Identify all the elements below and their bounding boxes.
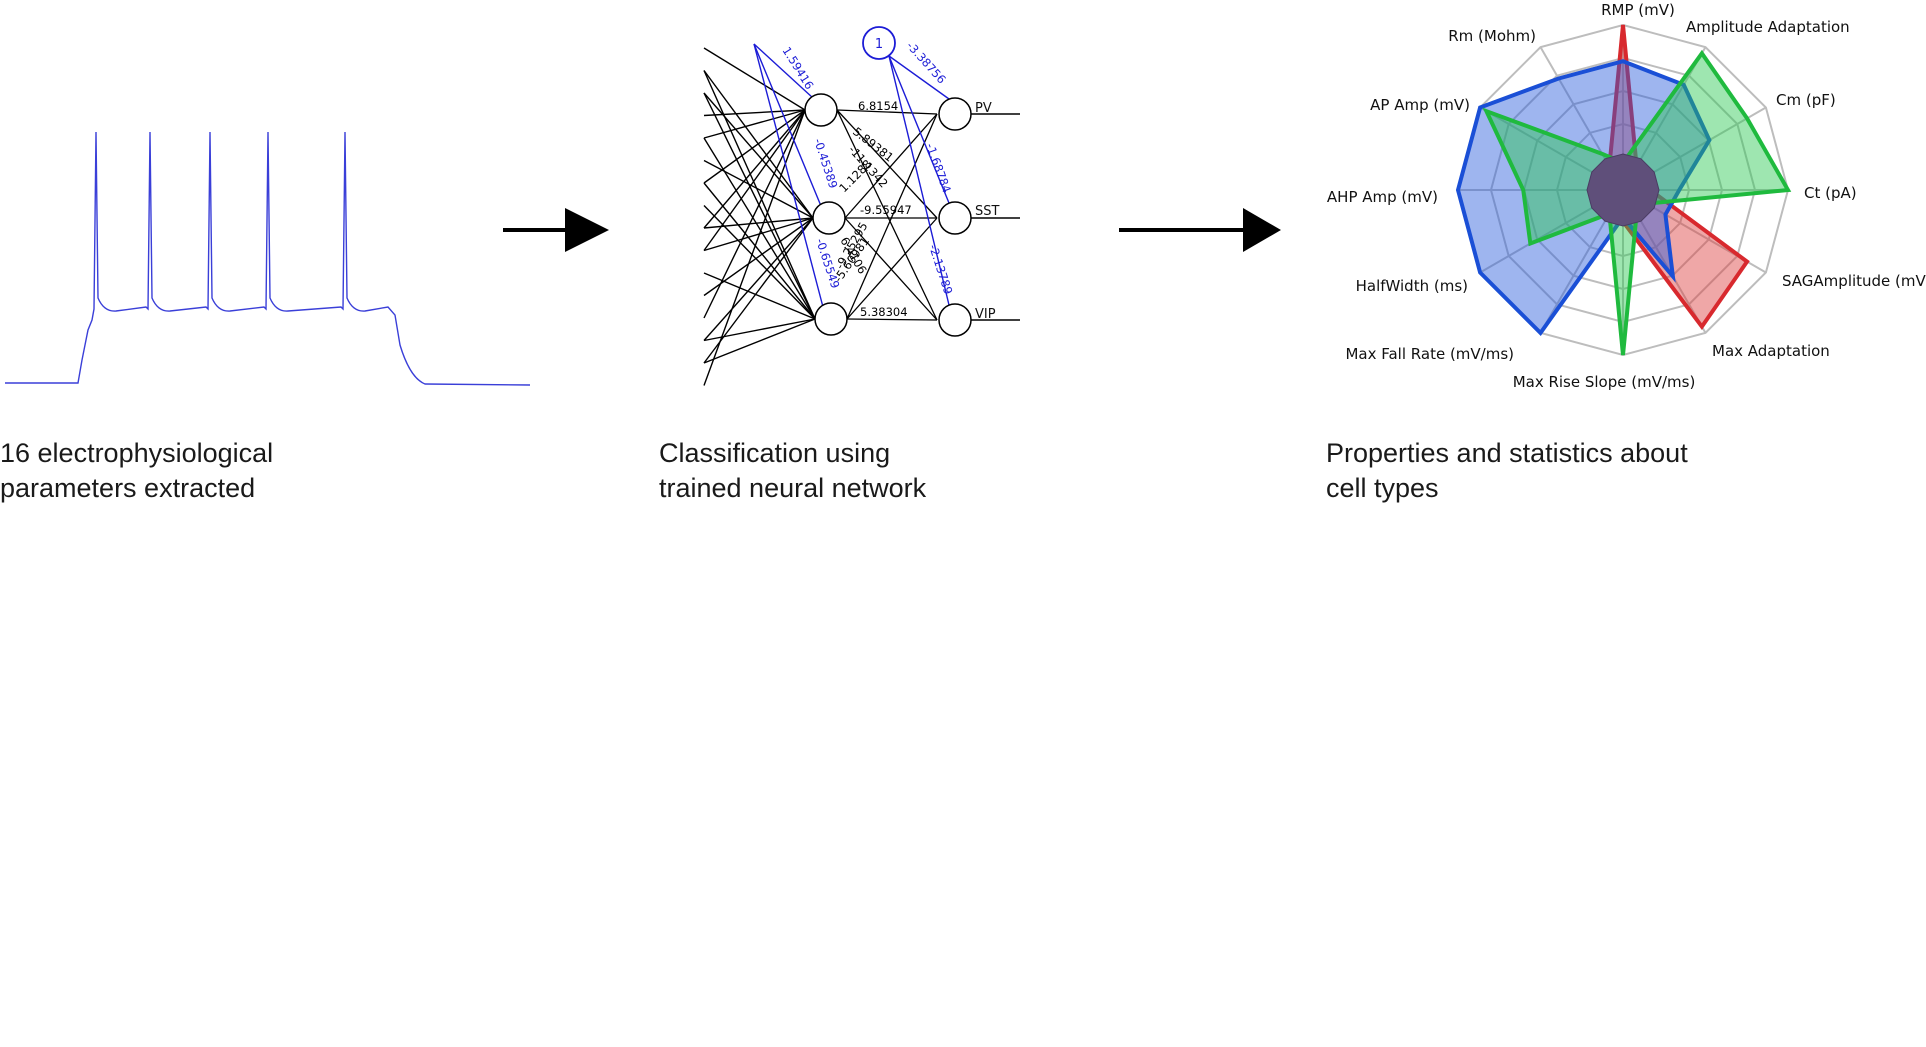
radar-axis-label: Cm (pF) xyxy=(1776,91,1836,109)
voltage-trace xyxy=(5,131,531,386)
trace-caption-line-1: 16 electrophysiological xyxy=(0,438,274,468)
network-caption-line-2: trained neural network xyxy=(659,473,927,503)
radar-caption-line-2: cell types xyxy=(1326,473,1439,503)
input-edge xyxy=(703,109,806,386)
radar-chart: RMP (mV) Amplitude Adaptation Cm (pF) Ct (p… xyxy=(1327,1,1926,391)
hidden-nodes xyxy=(804,93,848,336)
input-edge xyxy=(703,70,816,320)
bias-edge xyxy=(753,43,824,308)
radar-axis-label: Rm (Mohm) xyxy=(1448,27,1536,45)
hidden-output-edge xyxy=(846,318,938,321)
input-edge xyxy=(703,272,816,320)
weight-label-blue: -2.13789 xyxy=(926,243,955,297)
input-edge xyxy=(703,217,814,341)
flow-arrow-2 xyxy=(1119,208,1281,252)
bias-edge xyxy=(888,55,950,306)
input-edge xyxy=(703,217,814,297)
flow-arrow-1 xyxy=(503,208,609,252)
network-caption-line-1: Classification using xyxy=(659,438,891,468)
radar-axis-label: Max Adaptation xyxy=(1712,342,1830,360)
input-edge xyxy=(703,109,806,251)
output-node xyxy=(938,201,972,235)
input-edge xyxy=(703,109,806,139)
input-edge xyxy=(703,47,806,111)
trace-caption-line-2: parameters extracted xyxy=(0,473,256,503)
radar-center-core xyxy=(1586,153,1660,227)
radar-caption: Properties and statistics about cell typ… xyxy=(1326,436,1688,506)
weight-label: -9.55947 xyxy=(860,203,912,217)
network-caption: Classification using trained neural netw… xyxy=(659,436,926,506)
output-node xyxy=(938,97,972,131)
trace-caption: 16 electrophysiological parameters extra… xyxy=(0,436,273,506)
radar-axis-label: AHP Amp (mV) xyxy=(1327,188,1438,206)
bias-edge xyxy=(753,43,822,207)
input-edge xyxy=(703,109,806,229)
radar-axis-label: HalfWidth (ms) xyxy=(1356,277,1468,295)
radar-axis-label: Max Fall Rate (mV/ms) xyxy=(1345,345,1514,363)
output-label-sst: SST xyxy=(975,204,1000,219)
hidden-output-edge xyxy=(846,113,938,320)
hidden-output-edge xyxy=(836,109,938,219)
bias-node: 1 xyxy=(862,26,896,60)
hidden-output-edge xyxy=(844,113,938,219)
weight-label-blue: -3.38756 xyxy=(904,39,949,87)
radar-axis-label: AP Amp (mV) xyxy=(1370,96,1470,114)
hidden-node xyxy=(812,201,846,235)
output-nodes xyxy=(938,97,972,337)
hidden-node xyxy=(804,93,838,127)
output-label-vip: VIP xyxy=(975,307,996,322)
weight-labels: 6.81545.89381-11.13421.1288-9.559476.410… xyxy=(779,39,955,319)
weight-label: 6.8154 xyxy=(858,99,898,113)
input-edge xyxy=(703,109,806,184)
bias-label: 1 xyxy=(875,37,883,52)
bias-edge xyxy=(753,43,814,99)
input-edge xyxy=(703,137,816,320)
hidden-node xyxy=(814,302,848,336)
radar-axis-label: Max Rise Slope (mV/ms) xyxy=(1513,373,1696,391)
output-label-pv: PV xyxy=(975,101,992,116)
network-edges xyxy=(703,43,1020,386)
input-edge xyxy=(703,318,816,364)
output-node xyxy=(938,303,972,337)
weight-label-blue: -0.45389 xyxy=(811,137,840,191)
bias-edge xyxy=(888,55,950,100)
radar-axis-label: Amplitude Adaptation xyxy=(1686,18,1850,36)
input-edge xyxy=(703,92,816,320)
hidden-output-edge xyxy=(836,109,938,115)
neural-network-diagram: 1 PV SST VIP 6.81545.89381-11.13421.1288… xyxy=(703,26,1020,386)
voltage-trace-plot xyxy=(5,131,531,386)
weight-label: 5.38304 xyxy=(860,305,908,319)
hidden-output-edge xyxy=(836,109,938,321)
radar-axis-label: SAGAmplitude (mV) xyxy=(1782,272,1926,290)
input-edge xyxy=(703,109,806,319)
hidden-output-edge xyxy=(846,217,938,320)
weight-label-blue: -1.68784 xyxy=(923,141,954,194)
radar-center xyxy=(1586,153,1660,227)
radar-axis-label: Ct (pA) xyxy=(1804,184,1857,202)
radar-axis-label: RMP (mV) xyxy=(1601,1,1675,19)
input-edge xyxy=(703,217,814,364)
radar-caption-line-1: Properties and statistics about xyxy=(1326,438,1688,468)
radar-axis-labels: RMP (mV) Amplitude Adaptation Cm (pF) Ct (p… xyxy=(1327,1,1926,391)
bias-edge xyxy=(888,55,950,204)
input-edge xyxy=(703,109,806,117)
input-edge xyxy=(703,217,814,252)
